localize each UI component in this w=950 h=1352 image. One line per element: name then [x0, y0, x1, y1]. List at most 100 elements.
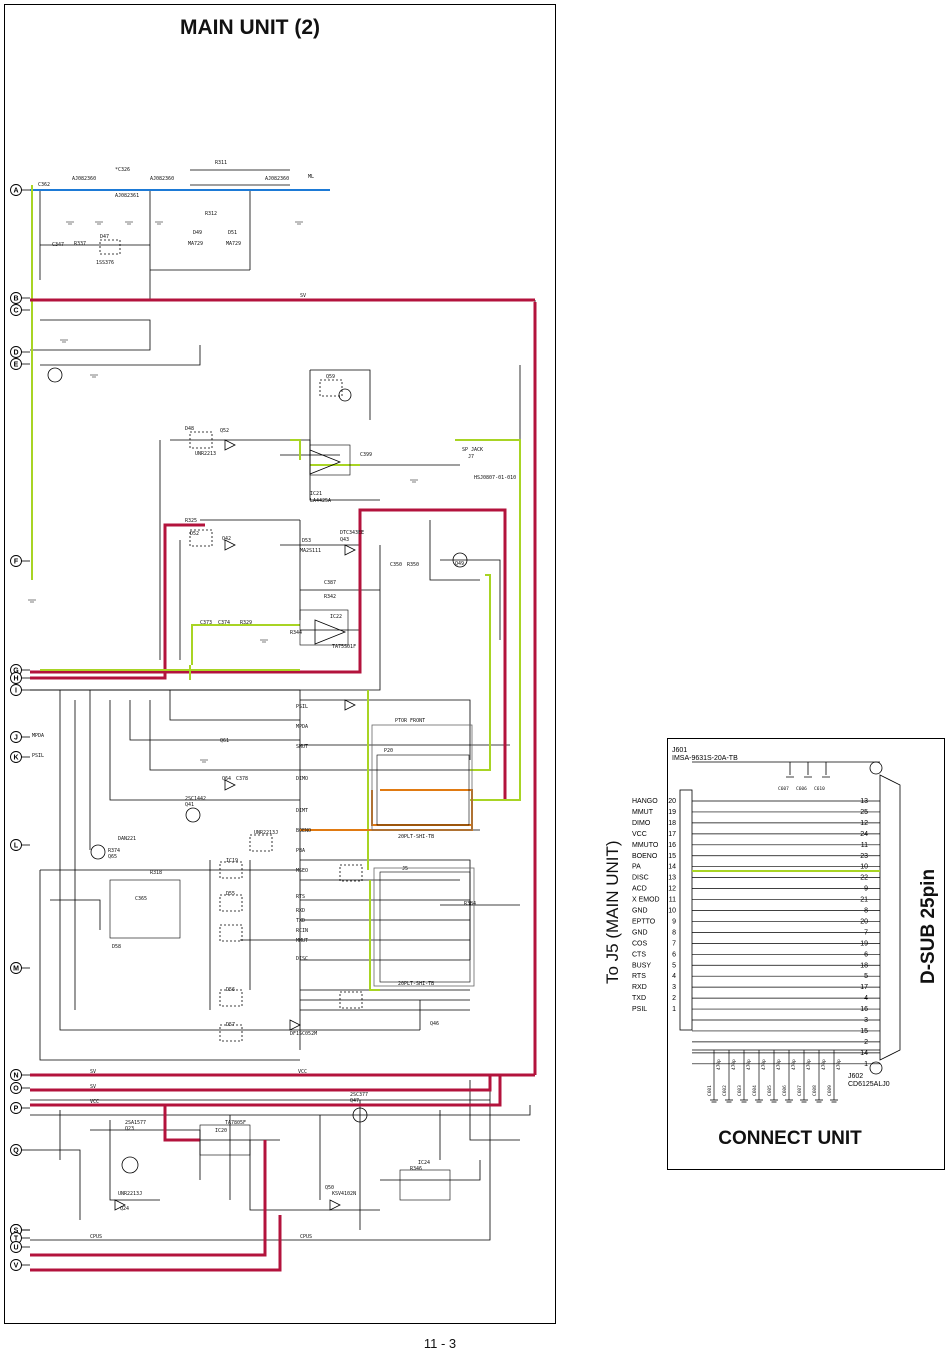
side-letter-e: E	[10, 358, 30, 370]
svg-text:470p: 470p	[836, 1059, 842, 1070]
j602-part: CD6125ALJ0	[848, 1081, 890, 1088]
label-r329: R329	[240, 620, 252, 626]
side-letter-m: M	[10, 962, 30, 974]
pin-name-1: PSIL	[632, 1006, 647, 1013]
rail-sv-2: SV	[90, 1069, 96, 1075]
side-letter-h: H	[10, 672, 30, 684]
label-unr2213: UNR2213	[195, 451, 216, 457]
dsub-extra-3: 3	[692, 1017, 880, 1024]
pin-num-18: 18	[668, 820, 676, 827]
dsub-pin-21: 21	[860, 897, 868, 904]
svg-text:N: N	[13, 1072, 18, 1079]
j602-label: J602	[848, 1073, 863, 1080]
label-r325: R325	[185, 518, 197, 524]
side-letter-b: B	[10, 292, 30, 304]
pin-num-17: 17	[668, 831, 676, 838]
pin-name-9: EPTTO	[632, 918, 656, 925]
svg-text:M: M	[13, 965, 19, 972]
side-letter-p: P	[10, 1102, 30, 1114]
label-ma2s111: MA2S111	[300, 548, 321, 554]
pin-name-11: X EMOD	[632, 897, 660, 904]
svg-text:P: P	[14, 1105, 19, 1112]
pin-num-19: 19	[668, 809, 676, 816]
rail-vcc: VCC	[90, 1099, 99, 1105]
label-ma729b: MA729	[226, 241, 241, 247]
side-signal-l: PSIL	[32, 753, 44, 759]
svg-text:14: 14	[860, 1050, 868, 1057]
svg-text:2: 2	[864, 1039, 868, 1046]
net-cts: RXD	[296, 908, 305, 914]
connect-unit-title: CONNECT UNIT	[718, 1128, 862, 1149]
wire-network	[30, 169, 536, 1241]
label-d56: D55	[226, 891, 235, 897]
label-q46: DF1SC052M	[290, 1031, 317, 1037]
dsub-pin-10: 10	[860, 864, 868, 871]
op-amps	[114, 439, 356, 1211]
svg-text:C604: C604	[752, 1085, 758, 1096]
side-letter-u: U	[10, 1241, 30, 1253]
pin-num-6: 6	[672, 951, 676, 958]
label-la4425a: LA4425A	[310, 498, 331, 504]
pin-num-20: 20	[668, 798, 676, 805]
pin-name-6: CTS	[632, 951, 646, 958]
dsub-pin-20: 20	[860, 918, 868, 925]
label-q24: UNR2213J	[118, 1191, 142, 1197]
label-ic24: R346	[410, 1166, 422, 1172]
rail-sv-3: SV	[90, 1084, 96, 1090]
svg-text:3: 3	[864, 1017, 868, 1024]
label-ta75s01f: TA75S01F	[332, 644, 356, 650]
svg-text:470p: 470p	[806, 1059, 812, 1070]
pin-num-2: 2	[672, 995, 676, 1002]
label-d63: UNR2213J	[254, 830, 278, 836]
dsub-connector-shell	[879, 774, 901, 1061]
label-2sa1577: 2SA1577	[125, 1120, 146, 1126]
transistors	[47, 367, 468, 1174]
svg-text:S: S	[14, 1227, 19, 1234]
net-psil: PSIL	[296, 704, 308, 710]
pin-name-15: BOENO	[632, 853, 658, 860]
label-aj2: AJ082361	[115, 193, 139, 199]
dsub-pin-24: 24	[860, 831, 868, 838]
label-1ss376: 1SS376	[96, 260, 114, 266]
label-p20: P20	[384, 748, 393, 754]
svg-text:G: G	[13, 667, 19, 674]
svg-text:C609: C609	[827, 1085, 833, 1096]
label-ptor-front: PTOR FRONT	[395, 718, 425, 724]
label-ic21: IC21	[310, 491, 322, 497]
dsub-pin-18: 18	[860, 962, 868, 969]
net-dimt: SMUT	[296, 744, 308, 750]
svg-text:I: I	[15, 687, 17, 694]
dsub-pin-4: 4	[864, 995, 868, 1002]
label-q50: KSV4102N	[332, 1191, 356, 1197]
label-q49: Q49	[455, 561, 464, 567]
label-q61: Q61	[220, 738, 229, 744]
j601-part: IMSA-9631S-20A-TB	[672, 755, 738, 762]
pin-num-13: 13	[668, 875, 676, 882]
label-c365: R318	[150, 870, 162, 876]
label-d49: D49	[193, 230, 202, 236]
pin-name-17: VCC	[632, 831, 647, 838]
svg-text:C605: C605	[767, 1085, 773, 1096]
label-ml: ML	[308, 174, 314, 180]
label-d55: IC19	[226, 858, 238, 864]
label-r337: R337	[74, 241, 86, 247]
net-acd: RTS	[296, 894, 305, 900]
label-hsj: HSJ0807-01-010	[474, 475, 516, 481]
pin-name-20: HANGO	[632, 798, 658, 805]
side-letter-l: L	[10, 839, 30, 851]
pin-name-7: COS	[632, 940, 648, 947]
pin-name-16: MMUTO	[632, 842, 659, 849]
net-txd: MMUT	[296, 938, 308, 944]
label-c387: C387	[324, 580, 336, 586]
svg-text:K: K	[13, 754, 18, 761]
ground-symbols	[28, 221, 418, 763]
label-aj4: AJ082360	[265, 176, 289, 182]
pin-num-10: 10	[668, 908, 676, 915]
